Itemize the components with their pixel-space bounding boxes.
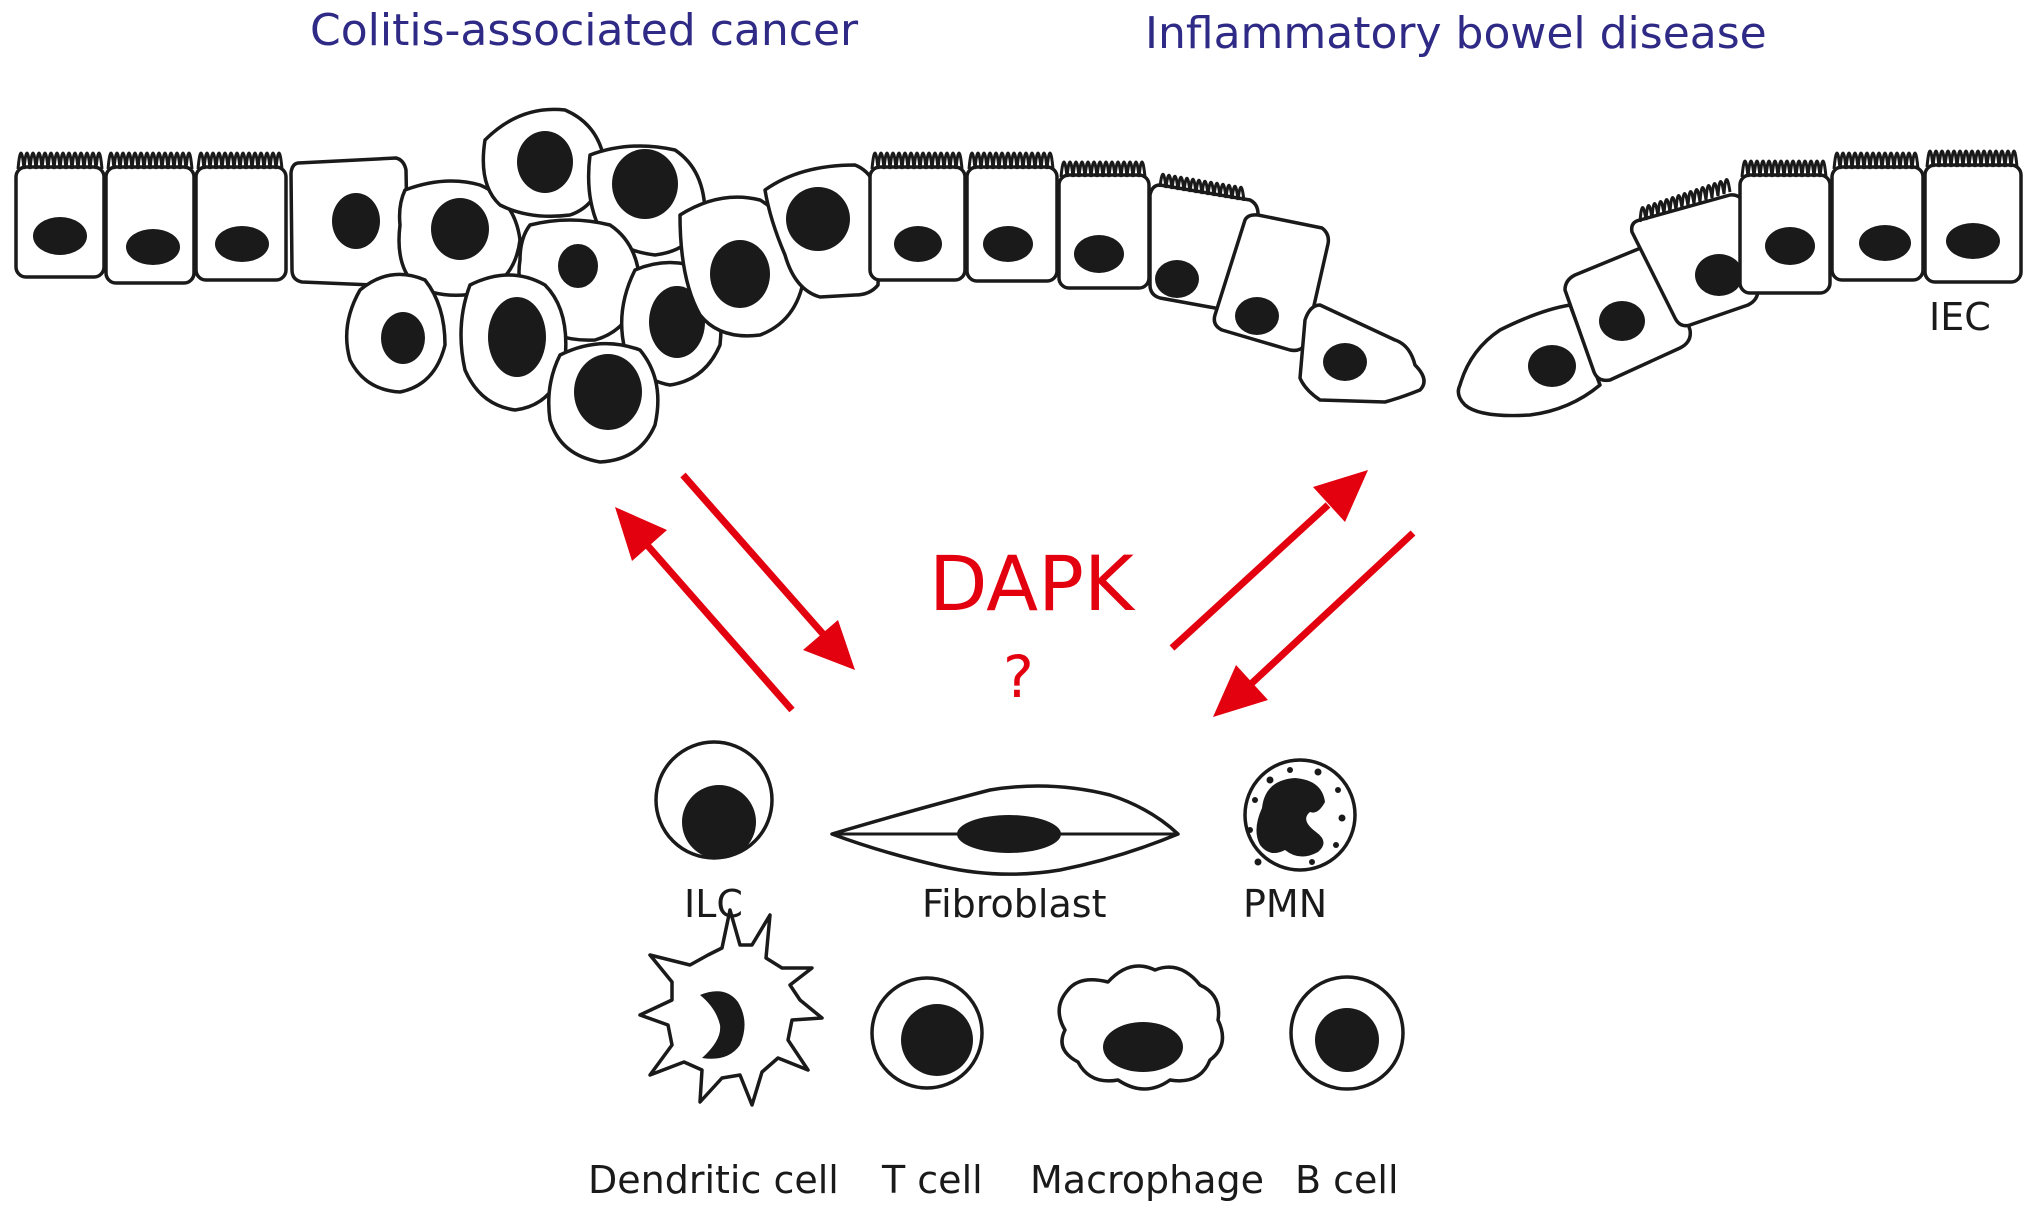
epithelial-cell — [14, 151, 106, 279]
epithelial-cell — [868, 151, 967, 282]
b-cell — [1289, 975, 1405, 1091]
label-macrophage: Macrophage — [1030, 1158, 1264, 1202]
dapk-label: DAPK — [929, 539, 1136, 628]
label-iec: IEC — [1929, 295, 1991, 339]
epithelium-left-normal — [14, 151, 410, 288]
epithelial-cell — [1212, 213, 1331, 353]
arrow-to-immune-right — [1213, 530, 1416, 717]
t-cell — [870, 976, 984, 1090]
tumor-cell — [678, 195, 807, 338]
label-t-cell: T cell — [881, 1158, 983, 1202]
tumor-cell — [481, 107, 607, 218]
arrow-to-ibd — [1169, 470, 1368, 651]
epithelium-middle — [868, 151, 1426, 404]
arrow-to-cancer — [615, 507, 795, 713]
arrow-to-immune-left — [680, 472, 855, 670]
macrophage-cell — [1057, 964, 1225, 1091]
label-pmn: PMN — [1243, 882, 1327, 926]
label-b-cell: B cell — [1295, 1158, 1399, 1202]
tumor-cell — [344, 272, 447, 394]
tumor-cell — [763, 163, 882, 299]
pmn-cell — [1243, 758, 1357, 872]
epithelial-cell — [965, 151, 1059, 283]
epithelial-cell — [1298, 303, 1426, 404]
title-inflammatory-bowel-disease: Inflammatory bowel disease — [1145, 8, 1767, 59]
epithelial-cell — [1057, 160, 1151, 290]
label-fibroblast: Fibroblast — [922, 882, 1106, 926]
question-mark: ? — [1003, 643, 1034, 711]
epithelial-cell — [1830, 151, 1925, 282]
epithelial-cell — [1738, 159, 1832, 295]
title-colitis-associated-cancer: Colitis-associated cancer — [310, 5, 859, 56]
epithelial-cell — [194, 151, 288, 282]
epithelial-cell — [289, 156, 410, 288]
epithelium-right — [1456, 149, 2023, 418]
label-dendritic-cell: Dendritic cell — [588, 1158, 839, 1202]
epithelial-cell — [1456, 303, 1602, 418]
tumor-cluster — [344, 107, 882, 464]
fibroblast-cell — [830, 784, 1180, 876]
epithelial-cell — [1923, 149, 2023, 284]
ilc-cell — [654, 740, 774, 860]
epithelial-cell — [104, 151, 196, 285]
tumor-cell — [547, 341, 660, 464]
dendritic-cell — [638, 908, 824, 1107]
